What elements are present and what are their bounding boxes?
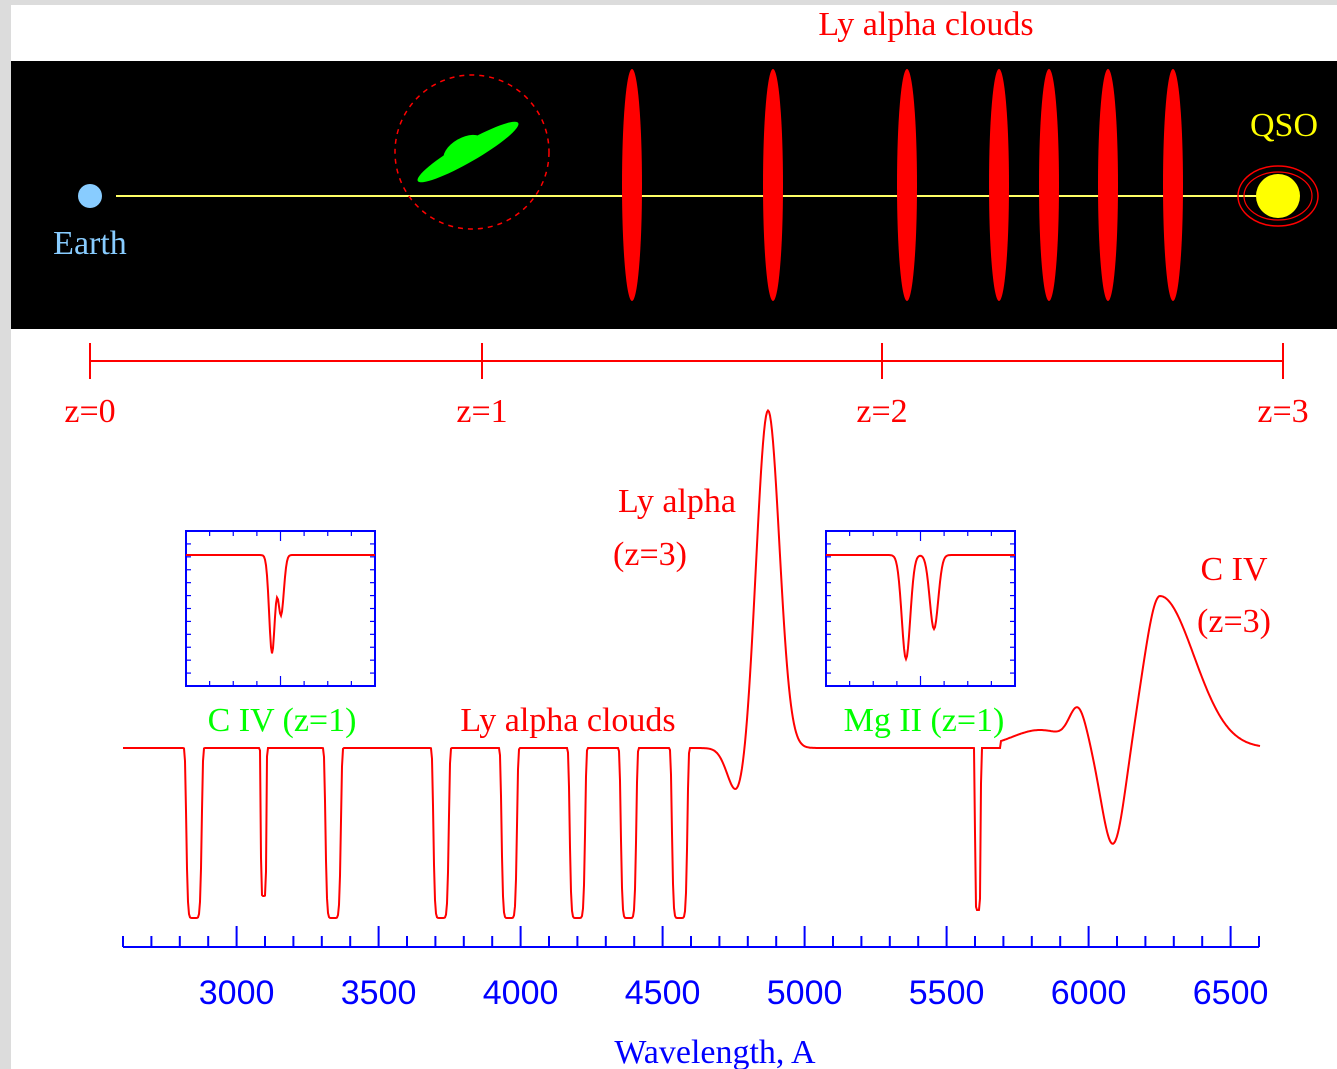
- wavelength-tick-label-3000: 3000: [199, 974, 275, 1012]
- wavelength-axis: 3000 3500 4000 4500 5000 5500 6000 6500: [122, 926, 1269, 1012]
- top-title: Ly alpha clouds: [818, 6, 1033, 43]
- lya-cloud-4: [989, 69, 1009, 301]
- civ-emission-label: C IV: [1200, 551, 1268, 588]
- redshift-axis: z=0 z=1 z=2 z=3: [64, 343, 1309, 430]
- lya-cloud-7: [1163, 69, 1183, 301]
- redshift-label-1: z=1: [456, 393, 507, 430]
- lya-cloud-3: [897, 69, 917, 301]
- lya-emission-label: Ly alpha: [618, 483, 736, 520]
- wavelength-tick-label-4000: 4000: [483, 974, 559, 1012]
- wavelength-axis-title: Wavelength, A: [614, 1034, 816, 1069]
- qso-icon: [1237, 165, 1319, 227]
- galaxy-halo: [394, 74, 550, 230]
- civ-emission-redshift: (z=3): [1197, 603, 1271, 640]
- lya-clouds-spectrum-label: Ly alpha clouds: [460, 702, 675, 739]
- galaxy-icon: [417, 121, 519, 183]
- earth-dot: [78, 184, 102, 208]
- wavelength-tick-label-5500: 5500: [909, 974, 985, 1012]
- redshift-label-2: z=2: [856, 393, 907, 430]
- mgii-absorption-label: Mg II (z=1): [844, 702, 1005, 739]
- redshift-label-3: z=3: [1257, 393, 1308, 430]
- redshift-label-0: z=0: [64, 393, 115, 430]
- lya-cloud-6: [1098, 69, 1118, 301]
- lya-cloud-2: [763, 69, 783, 301]
- wavelength-tick-label-5000: 5000: [767, 974, 843, 1012]
- wavelength-tick-label-6000: 6000: [1051, 974, 1127, 1012]
- earth-label: Earth: [53, 225, 127, 262]
- lya-cloud-5: [1039, 69, 1059, 301]
- civ-inset-profile: [186, 554, 375, 654]
- lya-emission-redshift: (z=3): [613, 536, 687, 573]
- mgii-inset: [825, 530, 1016, 687]
- qso-spectrum-line: [123, 408, 1261, 919]
- civ-absorption-label: C IV (z=1): [208, 702, 357, 739]
- civ-inset: [185, 530, 376, 687]
- wavelength-tick-label-4500: 4500: [625, 974, 701, 1012]
- lya-clouds: [622, 69, 1183, 301]
- mgii-inset-profile: [826, 554, 1015, 662]
- qso-label: QSO: [1250, 107, 1318, 144]
- lya-cloud-1: [622, 69, 642, 301]
- wavelength-tick-label-3500: 3500: [341, 974, 417, 1012]
- wavelength-tick-label-6500: 6500: [1193, 974, 1269, 1012]
